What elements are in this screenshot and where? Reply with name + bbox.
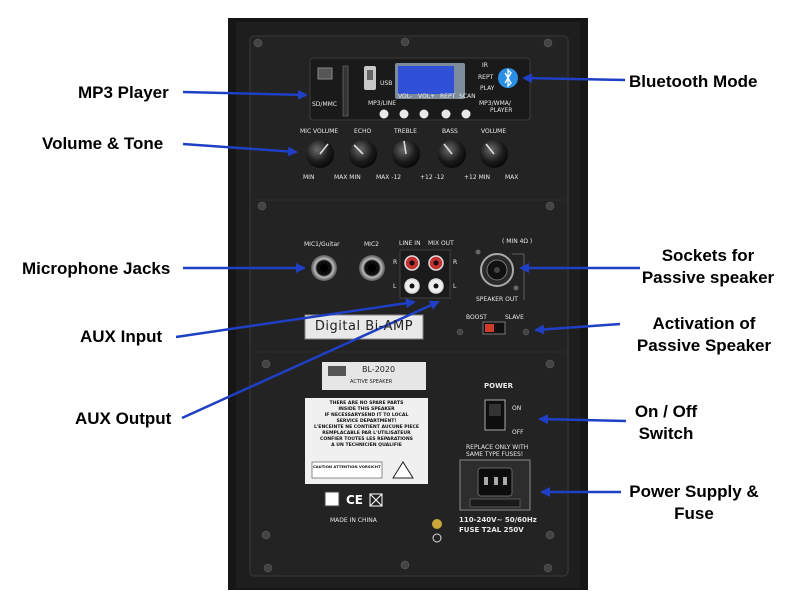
sd-mmc-label: SD/MMC <box>312 101 337 108</box>
active-speaker-label: ACTIVE SPEAKER <box>350 379 393 385</box>
replace-label: SAME TYPE FUSES! <box>466 451 524 458</box>
btn-rept-label: REPT <box>440 93 456 100</box>
callout-bluetooth-mode: Bluetooth Mode <box>629 72 758 91</box>
caution-label: CAUTION ATTENTION VORSICHT <box>313 464 381 469</box>
voltage-label: 110-240V~ 50/60Hz <box>459 516 537 524</box>
btn-vol-minus-label: VOL- <box>398 93 413 100</box>
r-label: R <box>453 259 458 266</box>
on-label: ON <box>512 405 522 412</box>
callout-mp3-player: MP3 Player <box>78 83 169 102</box>
mic2-label: MIC2 <box>364 241 379 248</box>
ir-label: IR <box>482 62 488 69</box>
btn-vol-plus-label: VOL+ <box>418 93 436 100</box>
knob-bass-label: BASS <box>442 128 458 135</box>
usb-label: USB <box>380 80 393 87</box>
ground-screw-icon <box>432 519 442 529</box>
knob-mic-volume-label: MIC VOLUME <box>300 128 339 135</box>
scale-label: MIN <box>303 174 315 181</box>
scale-label: MAX <box>505 174 519 181</box>
l-label: L <box>393 283 397 290</box>
min-ohm-label: ( MIN 4Ω ) <box>502 238 533 245</box>
scale-label: MAX MIN <box>334 174 361 181</box>
scale-label: +12 MIN <box>464 174 491 181</box>
made-in-label: MADE IN CHINA <box>330 517 377 524</box>
scale-label: MAX -12 <box>376 174 402 181</box>
knobs <box>306 140 508 168</box>
l-label: L <box>453 283 457 290</box>
boost-label: BOOST <box>466 314 487 321</box>
mic-guitar-label: MIC1/Guitar <box>304 241 340 248</box>
play-label: PLAY <box>480 85 495 92</box>
callout-passive-sockets: Sockets for Passive speaker <box>641 246 775 287</box>
scale-label: +12 -12 <box>420 174 445 181</box>
mic-jacks <box>311 255 385 281</box>
player-label: PLAYER <box>490 107 513 114</box>
r-label: R <box>393 259 398 266</box>
speaker-out-label: SPEAKER OUT <box>476 296 518 303</box>
callout-aux-output: AUX Output <box>75 409 172 428</box>
cert-icon <box>324 491 340 507</box>
callout-volume-tone: Volume & Tone <box>42 134 164 153</box>
speakon-socket <box>475 249 519 291</box>
slave-label: SLAVE <box>505 314 524 321</box>
fuse-label: FUSE T2AL 250V <box>459 526 524 534</box>
callout-on-off: On / Off Switch <box>634 402 698 443</box>
svg-text:CE: CE <box>346 493 363 507</box>
callout-aux-input: AUX Input <box>80 327 163 346</box>
replace-label: REPLACE ONLY WITH <box>466 444 529 451</box>
model-label: BL-2020 <box>362 365 396 374</box>
callout-power-supply: Power Supply & Fuse <box>629 482 759 523</box>
knob-echo-label: ECHO <box>354 128 372 135</box>
power-label: POWER <box>484 382 513 390</box>
mp3-wma-label: MP3/WMA/ <box>479 100 511 107</box>
mix-out-label: MIX OUT <box>428 240 454 247</box>
line-in-label: LINE IN <box>399 240 421 247</box>
btn-scan-label: SCAN <box>459 93 476 100</box>
knob-volume-label: VOLUME <box>481 128 507 135</box>
callout-microphone-jacks: Microphone Jacks <box>22 259 171 278</box>
btn-mp3line-label: MP3/LINE <box>368 100 397 107</box>
knob-treble-label: TREBLE <box>394 128 417 135</box>
digital-biamp-label: Digital Bi-AMP <box>314 319 414 334</box>
off-label: OFF <box>512 429 524 436</box>
callout-activation: Activation of Passive Speaker <box>636 314 772 355</box>
rca-jacks <box>399 249 451 299</box>
rept-label: REPT <box>478 74 494 81</box>
sd-slot-icon <box>317 67 333 80</box>
warning-text: THERE ARE NO SPARE PARTS INSIDE THIS SPE… <box>313 401 420 448</box>
